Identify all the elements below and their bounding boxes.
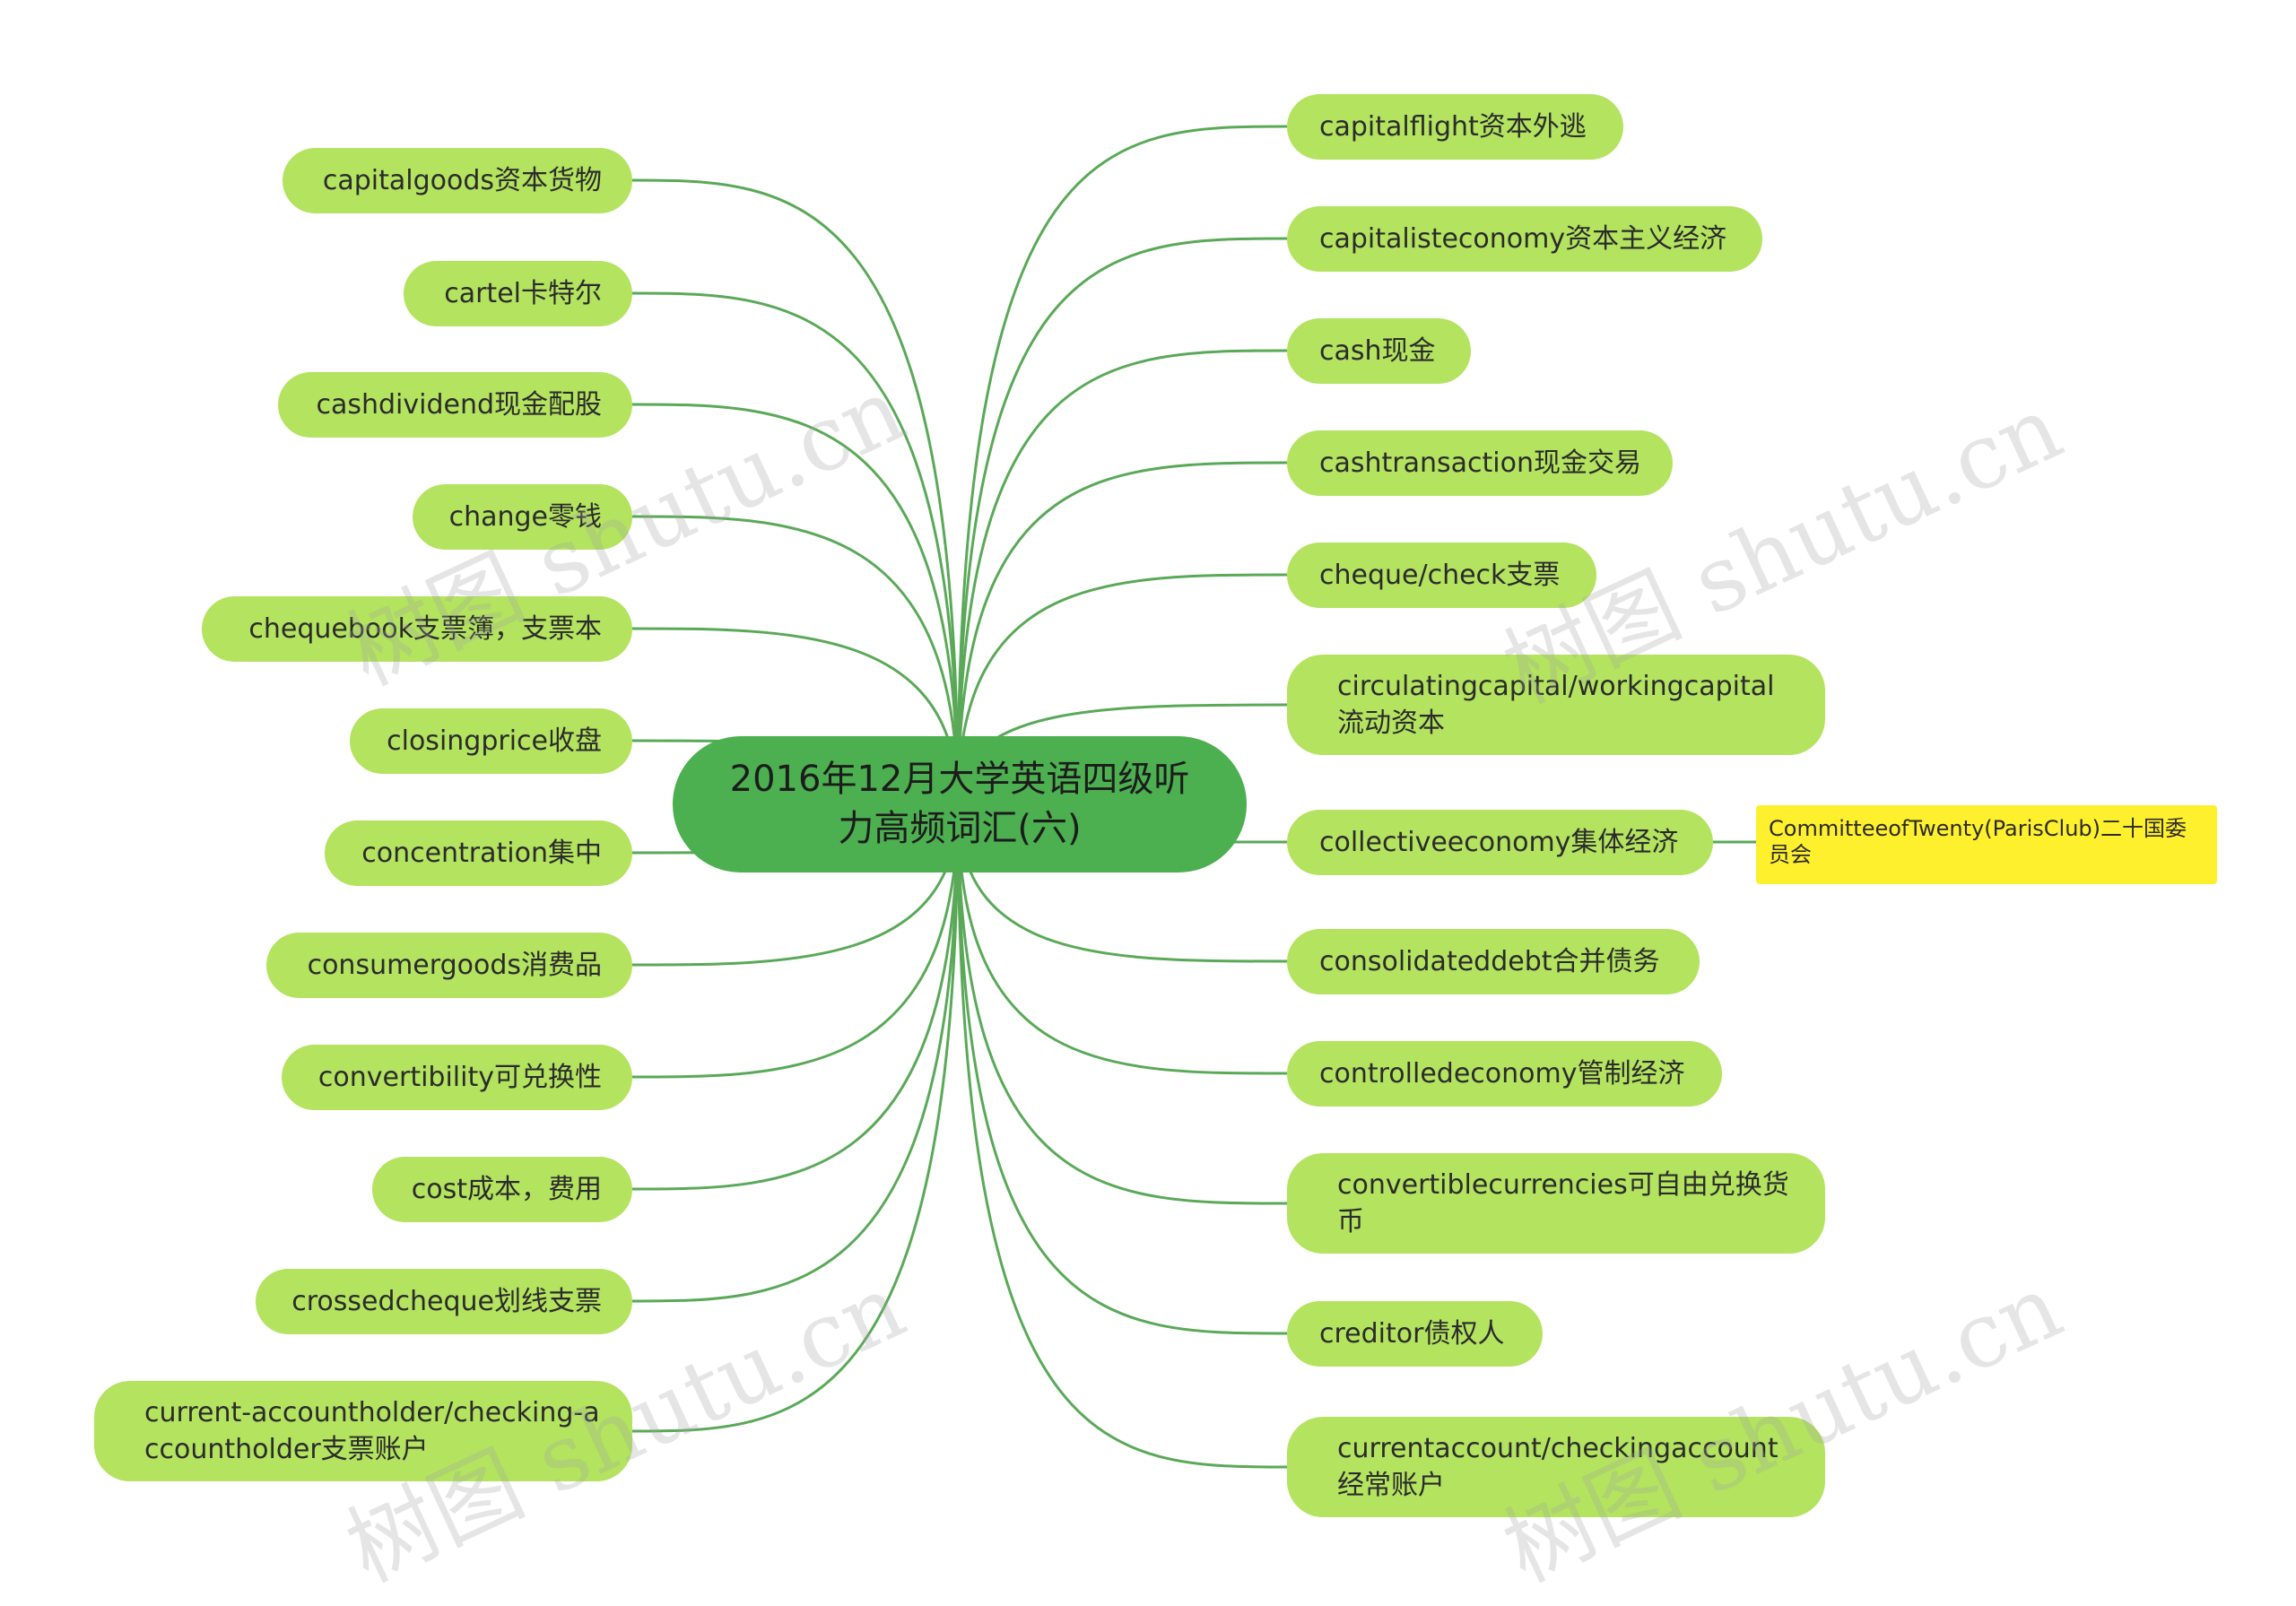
connector-right-11 (956, 803, 1288, 1469)
connector-right-2 (956, 349, 1288, 805)
connector-left-3 (631, 515, 960, 805)
connector-left-10 (631, 803, 960, 1303)
right-node-capitalisteconomy[interactable]: capitalisteconomy资本主义经济 (1287, 206, 1762, 272)
left-node-current-accountholder[interactable]: current-accountholder/checking-accountho… (94, 1381, 632, 1481)
left-node-convertibility[interactable]: convertibility可兑换性 (282, 1045, 632, 1110)
right-node-convertiblecurrencies[interactable]: convertiblecurrencies可自由兑换货币 (1287, 1153, 1825, 1254)
connector-right-10 (956, 803, 1288, 1335)
sub-node-committee-of-twenty[interactable]: CommitteeofTwenty(ParisClub)二十国委员会 (1756, 805, 2217, 884)
connector-right-1 (956, 237, 1288, 805)
connector-right-9 (956, 803, 1288, 1205)
left-node-cartel[interactable]: cartel卡特尔 (404, 261, 632, 326)
connector-left-0 (631, 178, 960, 805)
right-node-circulatingcapital[interactable]: circulatingcapital/workingcapital流动资本 (1287, 655, 1825, 755)
connector-left-9 (631, 803, 960, 1191)
connector-right-0 (956, 125, 1288, 805)
right-node-capitalflight[interactable]: capitalflight资本外逃 (1287, 94, 1623, 160)
connector-left-11 (631, 803, 960, 1433)
right-node-cheque-check[interactable]: cheque/check支票 (1287, 543, 1596, 608)
connector-right-8 (956, 803, 1288, 1075)
left-node-cost[interactable]: cost成本，费用 (372, 1157, 632, 1222)
left-node-concentration[interactable]: concentration集中 (325, 820, 632, 886)
right-node-controlledeconomy[interactable]: controlledeconomy管制经济 (1287, 1041, 1722, 1107)
left-node-closingprice[interactable]: closingprice收盘 (350, 708, 632, 774)
right-node-collectiveeconomy[interactable]: collectiveeconomy集体经济 (1287, 810, 1713, 875)
right-node-cash[interactable]: cash现金 (1287, 318, 1471, 384)
left-node-crossedcheque[interactable]: crossedcheque划线支票 (256, 1269, 632, 1334)
right-node-currentaccount[interactable]: currentaccount/checkingaccount经常账户 (1287, 1417, 1825, 1517)
connector-left-8 (631, 803, 960, 1079)
root-topic[interactable]: 2016年12月大学英语四级听力高频词汇(六) (673, 736, 1247, 872)
connector-left-2 (631, 403, 960, 805)
left-node-chequebook[interactable]: chequebook支票簿，支票本 (202, 596, 632, 662)
right-node-cashtransaction[interactable]: cashtransaction现金交易 (1287, 430, 1673, 496)
left-node-capitalgoods[interactable]: capitalgoods资本货物 (283, 148, 632, 213)
right-node-creditor[interactable]: creditor债权人 (1287, 1301, 1543, 1367)
right-node-consolidateddebt[interactable]: consolidateddebt合并债务 (1287, 929, 1700, 994)
left-node-cashdividend[interactable]: cashdividend现金配股 (278, 372, 632, 438)
connector-right-4 (956, 573, 1288, 805)
left-node-change[interactable]: change零钱 (413, 484, 632, 550)
connector-right-3 (956, 461, 1288, 805)
connector-left-1 (631, 291, 960, 805)
left-node-consumergoods[interactable]: consumergoods消费品 (266, 933, 632, 998)
